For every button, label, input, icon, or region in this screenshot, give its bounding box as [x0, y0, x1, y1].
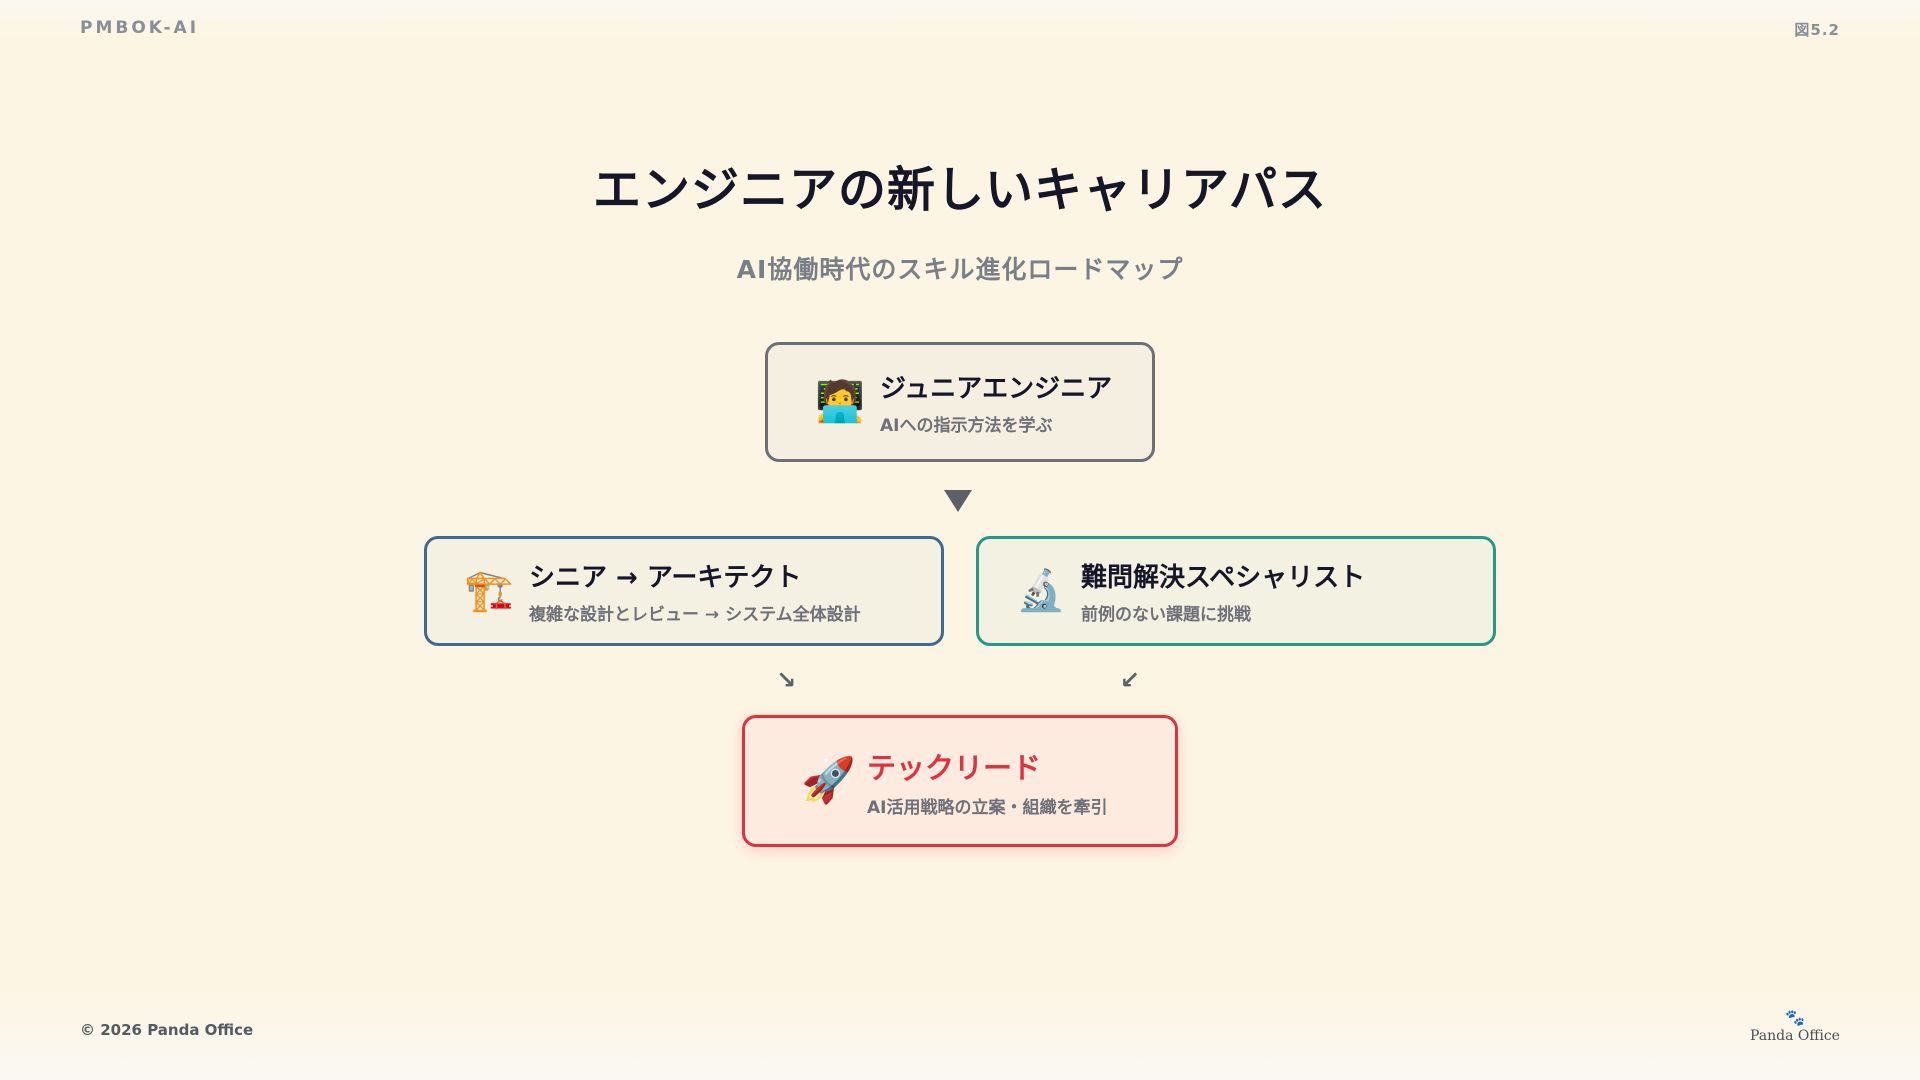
diagram-title: エンジニアの新しいキャリアパス [592, 162, 1328, 218]
node-techlead-desc: AI活用戦略の立案・組織を牽引 [867, 797, 1108, 818]
paw-icon: 🐾 [1785, 1008, 1805, 1027]
panda-office-logo: 🐾 Panda Office [1740, 1008, 1850, 1045]
node-senior-desc: 複雑な設計とレビュー → システム全体設計 [529, 605, 861, 625]
logo-text: Panda Office [1750, 1028, 1840, 1044]
copyright-text: © 2026 Panda Office [80, 1021, 254, 1039]
arrow-down-left-connector: ↙ [1120, 666, 1141, 694]
node-problem-specialist: 🔬 難問解決スペシャリスト 前例のない課題に挑戦 [976, 536, 1496, 646]
node-senior-label: シニア → アーキテクト [529, 563, 802, 593]
arrow-down-right-connector: ↘ [776, 666, 797, 694]
technologist-icon: 🧑‍💻 [815, 379, 865, 425]
figure-number: 図5.2 [1794, 21, 1840, 39]
construction-crane-icon: 🏗️ [464, 568, 514, 614]
node-junior-desc: AIへの指示方法を学ぶ [880, 416, 1053, 436]
node-tech-lead: 🚀 テックリード AI活用戦略の立案・組織を牽引 [742, 715, 1178, 847]
node-specialist-label: 難問解決スペシャリスト [1081, 563, 1366, 593]
diagram-subtitle: AI協働時代のスキル進化ロードマップ [736, 255, 1184, 284]
arrow-down-connector [944, 490, 972, 512]
node-junior-label: ジュニアエンジニア [880, 374, 1113, 404]
node-junior-engineer: 🧑‍💻 ジュニアエンジニア AIへの指示方法を学ぶ [765, 342, 1155, 462]
rocket-icon: 🚀 [801, 755, 856, 806]
node-techlead-label: テックリード [867, 750, 1042, 785]
node-senior-architect: 🏗️ シニア → アーキテクト 複雑な設計とレビュー → システム全体設計 [424, 536, 944, 646]
node-specialist-desc: 前例のない課題に挑戦 [1081, 605, 1251, 625]
brand-label: PMBOK-AI [80, 18, 200, 38]
microscope-icon: 🔬 [1016, 568, 1066, 614]
